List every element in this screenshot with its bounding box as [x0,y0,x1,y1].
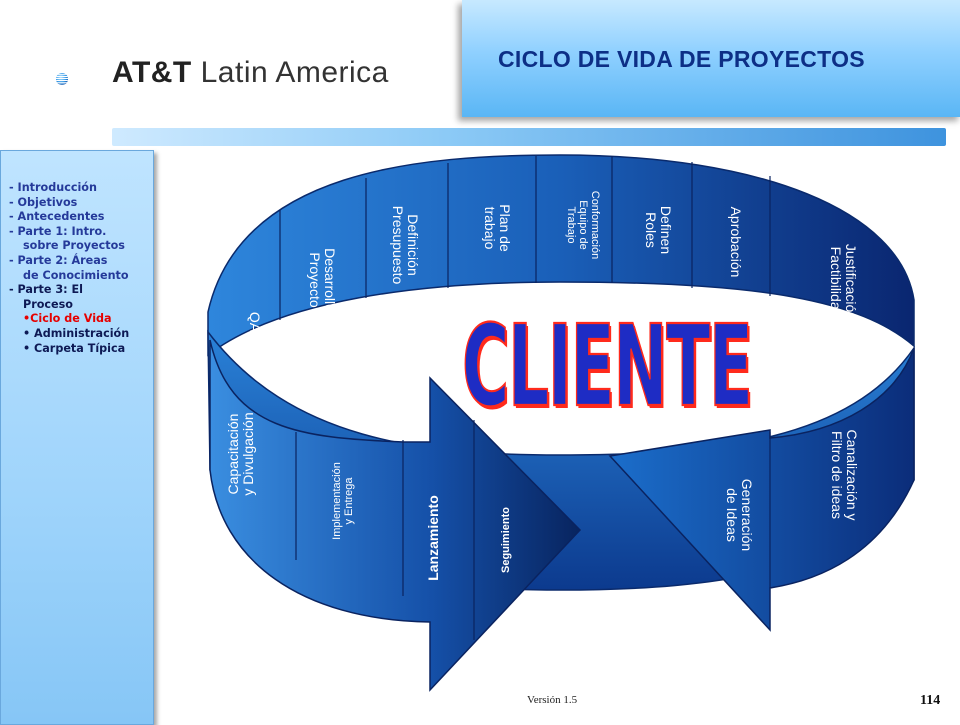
logo-region: Latin America [200,56,389,89]
left-cycle-arrow [209,339,582,692]
title-box: CICLO DE VIDA DE PROYECTOS [462,0,960,117]
segment-desarrollo-proyecto: Desarrollo Proyecto [306,248,338,312]
version-label: Versión 1.5 [527,694,578,706]
sidebar-item-antecedentes[interactable]: - Antecedentes [9,210,105,224]
att-globe-logo-icon [56,73,68,85]
sidebar-item-parte-1[interactable]: - Parte 1: Intro. [9,224,107,238]
segment-seguimiento: Seguimiento [500,507,512,574]
sidebar-list: - Introducción - Objetivos - Antecedente… [1,151,153,356]
segment-capacitacion-divulgacion: Capacitación y Divulgación [225,412,257,496]
segment-definen-roles: Definen Roles [642,205,674,255]
segment-lanzamiento: Lanzamiento [425,495,441,581]
logo-wordmark: AT&T Latin America [112,56,389,90]
sidebar-item-introduccion[interactable]: - Introducción [9,181,97,194]
logo-brand: AT&T [112,56,192,89]
segment-qa: QA [247,311,263,333]
page-title: CICLO DE VIDA DE PROYECTOS [498,46,865,72]
segment-generacion-de-ideas: Generación de Ideas [723,478,755,552]
segment-implementacion-entrega: Implementación y Entrega [331,462,356,540]
segment-aprobacion: Aprobación [728,206,744,278]
sidebar-item-parte-3[interactable]: - Parte 3: El [9,283,83,297]
segment-plan-de-trabajo: Plan de trabajo [481,204,513,252]
upper-segment-dividers [279,156,771,320]
sidebar-item-parte-2-cont[interactable]: de Conocimiento [23,268,129,282]
right-cycle-arrow [608,347,915,632]
segment-definicion-presupuesto: Definición Presupuesto [389,205,421,285]
segment-conformacion-equipo: Conformación Equipo de Trabajo [564,190,601,260]
sidebar-item-carpeta-tipica[interactable]: • Carpeta Típica [23,341,126,355]
sidebar-item-objetivos[interactable]: - Objetivos [9,195,78,209]
sidebar-item-parte-2[interactable]: - Parte 2: Áreas [9,253,108,267]
cliente-label: CLIENTE [461,299,753,433]
segment-canalizacion-filtro: Canalización y Filtro de ideas [828,429,860,521]
sidebar-nav: - Introducción - Objetivos - Antecedente… [0,150,154,725]
lower-segment-dividers [295,420,475,640]
page-number: 114 [920,693,941,708]
sidebar-item-administracion[interactable]: • Administración [23,326,130,340]
sidebar-item-ciclo-de-vida[interactable]: •Ciclo de Vida [23,312,112,326]
sidebar-item-parte-1-cont[interactable]: sobre Proyectos [23,239,125,253]
upper-ring-band [207,154,915,357]
segment-justificacion-factibilidad: Justificación Factibilidad [827,243,859,321]
title-underline-bar [112,128,946,146]
sidebar-item-parte-3-cont[interactable]: Proceso [23,297,73,311]
